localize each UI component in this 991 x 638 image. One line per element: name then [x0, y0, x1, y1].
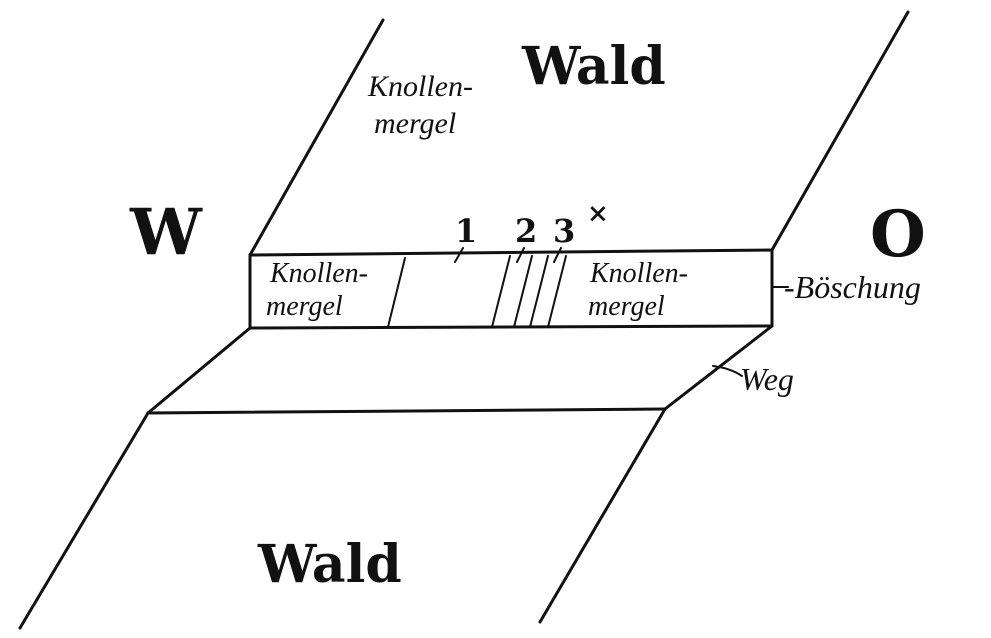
knollenmergel-left-line1: Knollen- [269, 258, 368, 289]
layer-3-right-line [547, 255, 567, 328]
marker-2-label: 2 [515, 212, 537, 250]
knollenmergel-right-line2: mergel [588, 291, 665, 322]
layer-3-left-line [529, 255, 549, 328]
marker-2-leader [516, 247, 525, 263]
marker-3-label: 3 [553, 212, 575, 250]
marker-1-label: 1 [455, 212, 477, 250]
weg-label: Weg [740, 361, 794, 397]
wald-bottom-label: Wald [257, 534, 402, 595]
wald-top-label: Wald [521, 36, 666, 97]
lower-right-boundary-line [538, 407, 667, 624]
marker-1-leader [454, 247, 464, 263]
weg-leader [712, 365, 743, 377]
knollenmergel-top-line1: Knollen- [367, 70, 473, 103]
upper-left-boundary-line [248, 18, 385, 257]
layer-2-right-line [513, 255, 533, 328]
road-far-edge [146, 407, 667, 415]
marker-3-leader [553, 247, 562, 263]
upper-right-boundary-line [770, 10, 910, 252]
knollenmergel-right-line1: Knollen- [589, 258, 688, 289]
knollenmergel-left-line2: mergel [266, 291, 343, 322]
west-label: W [129, 195, 203, 270]
road-left-edge [146, 326, 252, 415]
knollenmergel-top-line2: mergel [374, 107, 456, 140]
marker-x-label: × [587, 199, 609, 229]
left-zone-divider [387, 257, 406, 328]
lower-left-boundary-line [18, 411, 150, 630]
east-label: O [870, 197, 926, 272]
boeschung-label: -Böschung [784, 269, 921, 305]
layer-2-left-line [491, 255, 511, 328]
